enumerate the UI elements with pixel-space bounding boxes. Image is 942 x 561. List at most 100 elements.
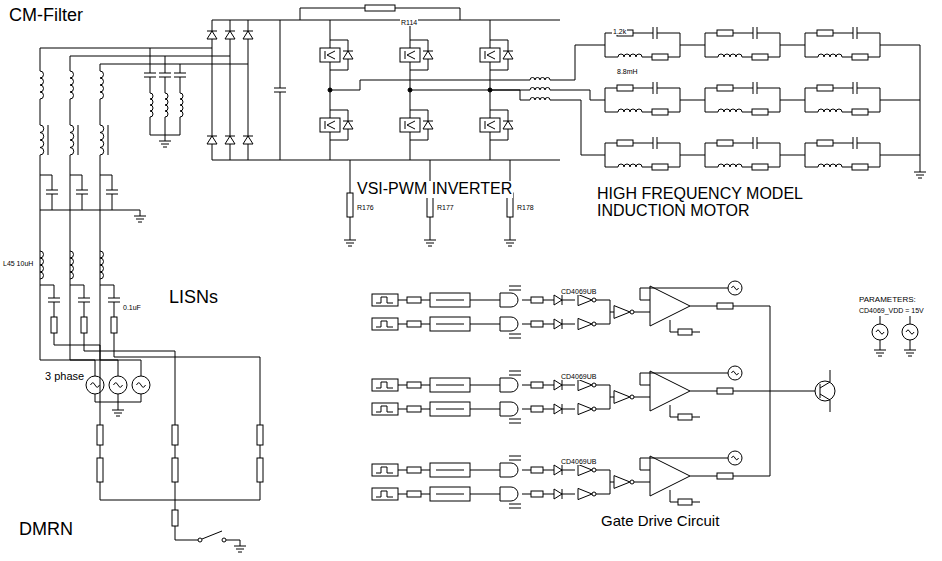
wire <box>805 33 880 34</box>
capacitor-symbol <box>76 190 88 194</box>
resistor-symbol <box>717 85 733 91</box>
label-slot: 8.8mH <box>616 60 639 78</box>
wire <box>770 391 815 392</box>
voltage-source <box>86 376 104 394</box>
resistor-symbol <box>717 140 733 146</box>
inverter-gate <box>578 318 592 329</box>
inverter-gate <box>578 488 592 499</box>
label-slot: R114 <box>400 11 418 29</box>
transistor-symbol <box>815 381 835 401</box>
wire <box>640 373 728 385</box>
resistor-symbol <box>257 425 263 445</box>
resistor-symbol <box>407 491 421 497</box>
capacitor-symbol <box>509 334 521 338</box>
component-label: R177 <box>436 204 455 211</box>
wire <box>600 155 605 156</box>
inverter-gate <box>578 403 592 414</box>
wire <box>470 470 500 471</box>
wire <box>640 385 650 386</box>
capacitor-symbol <box>509 371 521 375</box>
pulse-mark <box>376 321 393 327</box>
inverter-bubble <box>630 310 634 314</box>
diode-bar <box>503 51 513 52</box>
and-gate <box>500 463 518 477</box>
wire <box>40 48 212 230</box>
capacitor-symbol <box>853 82 857 94</box>
resistor-symbol <box>617 85 633 91</box>
wire <box>880 88 881 112</box>
section-title: CM-Filter <box>8 6 84 25</box>
sine-mark <box>876 330 884 334</box>
resistor-symbol <box>97 458 103 482</box>
resistor-symbol <box>652 54 668 60</box>
diode-symbol <box>243 31 253 39</box>
label-slot: PARAMETERS: <box>858 288 917 306</box>
wire <box>596 385 610 397</box>
resistor-symbol <box>817 140 833 146</box>
wire <box>610 312 614 313</box>
sine-mark <box>91 383 100 388</box>
resistor-symbol <box>652 109 668 115</box>
label-slot: 1.2k <box>612 20 627 38</box>
capacitor-gap <box>853 81 857 95</box>
inverter-gate <box>614 391 630 404</box>
wire <box>95 394 96 402</box>
resistor-symbol <box>852 54 868 60</box>
resistor-symbol <box>531 491 543 497</box>
resistor-symbol <box>257 458 263 482</box>
wire <box>805 143 880 144</box>
diode-bar <box>562 465 563 475</box>
ground-symbol <box>112 410 124 416</box>
component-label: 0.1uF <box>122 304 142 311</box>
diode-symbol <box>554 404 562 414</box>
wire <box>880 340 881 350</box>
ground-symbol <box>904 350 916 356</box>
resistor-symbol <box>172 458 178 482</box>
voltage-source <box>109 376 127 394</box>
pulse-source <box>372 379 398 391</box>
switch-contact <box>198 538 202 542</box>
capacitor-symbol <box>653 27 657 39</box>
wire <box>705 88 706 112</box>
ground-symbol <box>874 350 886 356</box>
wire <box>118 394 119 402</box>
sine-mark <box>732 371 739 375</box>
resistor-symbol <box>531 382 543 388</box>
resistor-symbol <box>111 317 117 333</box>
label-slot: CD4069UB <box>560 450 597 468</box>
inductor-symbol <box>530 88 550 91</box>
diode-bar <box>225 136 235 137</box>
capacitor-symbol <box>509 456 521 460</box>
label-slot: CD4069UB <box>560 280 597 298</box>
resistor-symbol <box>407 321 421 327</box>
pulse-mark <box>376 491 393 497</box>
resistor-symbol <box>407 406 421 412</box>
igbt-mark <box>325 51 335 59</box>
resistor-symbol <box>347 193 353 217</box>
ground-symbol <box>344 240 356 246</box>
wire <box>800 45 805 46</box>
capacitor-gap <box>143 73 157 77</box>
resistor-symbol <box>172 425 178 445</box>
diode-bar <box>243 136 253 137</box>
igbt-switch <box>480 48 500 62</box>
ground-symbol <box>424 240 436 246</box>
wire <box>605 88 606 112</box>
block-mark <box>436 494 464 495</box>
inductor-symbol <box>100 71 104 99</box>
wire <box>522 300 575 301</box>
capacitor-symbol <box>108 298 120 302</box>
sine-mark <box>732 456 739 460</box>
label-slot: HIGH FREQUENCY MODEL INDUCTION MOTOR <box>596 186 836 220</box>
block-mark <box>436 470 464 471</box>
wire <box>805 33 806 57</box>
inductor-symbol <box>40 71 44 99</box>
wire <box>634 397 650 398</box>
diode-symbol <box>207 31 217 39</box>
and-gate <box>500 317 518 331</box>
wire <box>700 100 705 101</box>
diode-symbol <box>554 295 562 305</box>
capacitor-gap <box>45 190 59 194</box>
wire <box>114 340 260 500</box>
